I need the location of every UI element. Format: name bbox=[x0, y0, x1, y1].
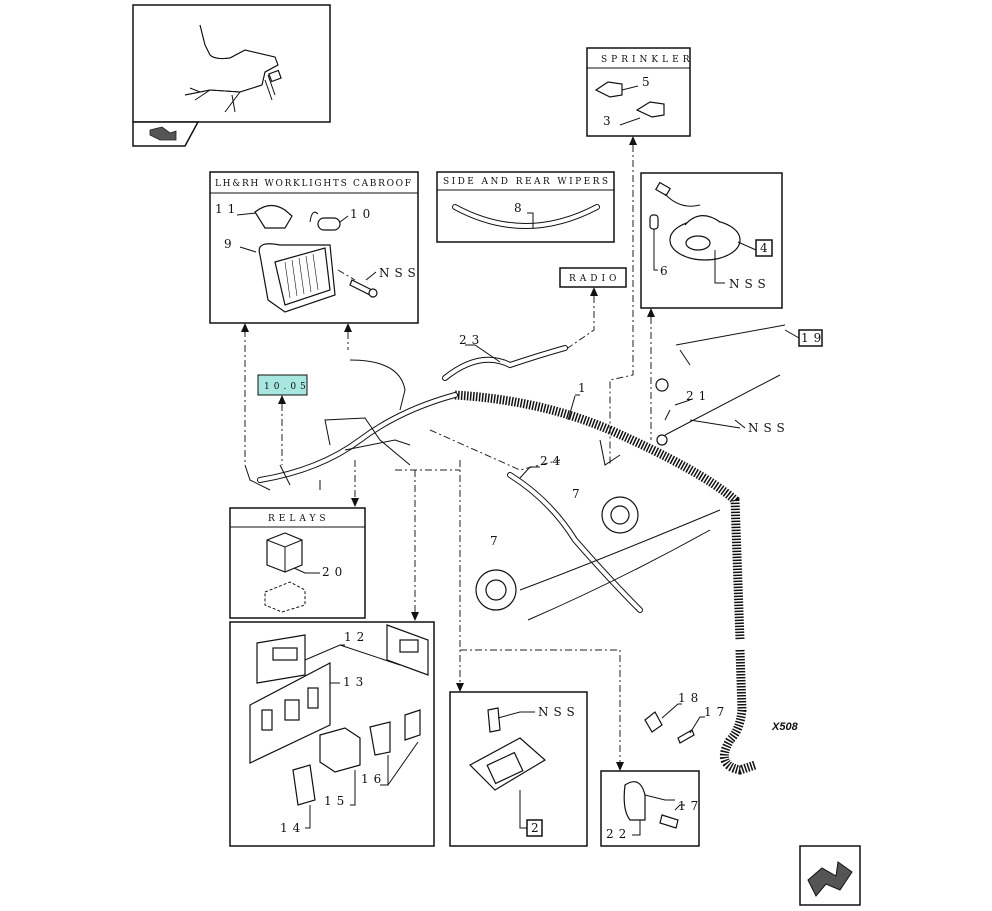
radio-group: RADIO bbox=[559, 267, 627, 288]
antenna-base-21 bbox=[655, 378, 669, 392]
wipers-title: SIDE AND REAR WIPERS bbox=[443, 177, 608, 187]
wipers-group: SIDE AND REAR WIPERS 8 bbox=[436, 171, 615, 243]
callout-1: 1 bbox=[578, 381, 591, 395]
callout-nss-antenna: NSS bbox=[748, 421, 790, 435]
arrow-back-icon[interactable] bbox=[149, 126, 177, 141]
callout-17a: 17 bbox=[704, 705, 729, 719]
horn-group: 4 6 NSS bbox=[640, 172, 783, 309]
sprinkler-title: SPRINKLER bbox=[601, 55, 693, 65]
switch-14 bbox=[292, 764, 316, 806]
bulb-6 bbox=[649, 214, 659, 230]
callout-9: 9 bbox=[224, 237, 237, 251]
callout-8: 8 bbox=[514, 201, 527, 215]
connector-x508: X508 bbox=[771, 721, 799, 733]
callout-23: 23 bbox=[459, 333, 484, 347]
reference-10-05-box[interactable] bbox=[257, 374, 308, 396]
thumbnail-panel[interactable] bbox=[132, 4, 331, 147]
callout-13: 13 bbox=[343, 675, 368, 689]
screw-17b bbox=[659, 814, 679, 829]
callout-7a: 7 bbox=[572, 487, 585, 501]
reference-10-05[interactable]: 10.05 bbox=[264, 382, 310, 392]
callout-4: 4 bbox=[760, 241, 773, 255]
callout-19: 19 bbox=[801, 331, 826, 345]
callout-nss-worklight: NSS bbox=[379, 266, 421, 280]
clip-group: 17 22 bbox=[600, 770, 703, 847]
callout-11: 11 bbox=[215, 202, 240, 216]
radio-title: RADIO bbox=[569, 274, 620, 284]
callout-2: 2 bbox=[531, 821, 544, 835]
callout-17b: 17 bbox=[678, 799, 703, 813]
switch-15 bbox=[319, 727, 361, 773]
callout-3: 3 bbox=[603, 114, 616, 128]
callout-24: 24 bbox=[540, 454, 565, 468]
callout-16: 16 bbox=[361, 772, 386, 786]
switch-16 bbox=[369, 721, 391, 756]
callout-15: 15 bbox=[324, 794, 349, 808]
relays-group: RELAYS 20 bbox=[229, 507, 366, 619]
switches-group: 12 13 15 16 14 bbox=[229, 621, 435, 847]
callout-21: 21 bbox=[686, 389, 711, 403]
callout-20: 20 bbox=[322, 565, 347, 579]
callout-18: 18 bbox=[678, 691, 703, 705]
bulb-10 bbox=[317, 217, 341, 231]
leader-lines bbox=[241, 136, 655, 771]
main-harness: 19 23 1 24 7 7 21 NSS 18 17 X508 bbox=[244, 324, 826, 775]
callout-nss-box2: NSS bbox=[538, 705, 580, 719]
screw-17a bbox=[677, 729, 695, 744]
relays-title: RELAYS bbox=[268, 514, 330, 524]
clip-18 bbox=[644, 711, 663, 733]
callout-12: 12 bbox=[344, 630, 369, 644]
thumbnail-harness bbox=[184, 24, 282, 113]
callout-10: 10 bbox=[350, 207, 375, 221]
sprinkler-group: SPRINKLER 5 3 bbox=[586, 47, 693, 137]
reference-link[interactable]: 10.05 bbox=[257, 374, 310, 396]
callout-14: 14 bbox=[280, 821, 305, 835]
callout-6: 6 bbox=[660, 264, 673, 278]
clip-22 bbox=[623, 781, 646, 821]
callout-nss-horn: NSS bbox=[729, 277, 771, 291]
worklights-group: LH&RH WORKLIGHTS CABROOF 11 10 9 NSS bbox=[209, 171, 421, 324]
arrow-forward-icon[interactable] bbox=[799, 845, 861, 906]
thumbnail-frame[interactable] bbox=[132, 4, 331, 123]
sprinkler-nozzle-3 bbox=[635, 101, 665, 118]
interior-light-group: 2 NSS bbox=[449, 691, 588, 847]
harness-1 bbox=[454, 390, 745, 641]
callout-5: 5 bbox=[642, 75, 655, 89]
clamp-11 bbox=[254, 204, 293, 229]
callout-22: 22 bbox=[606, 827, 631, 841]
callout-7b: 7 bbox=[490, 534, 503, 548]
